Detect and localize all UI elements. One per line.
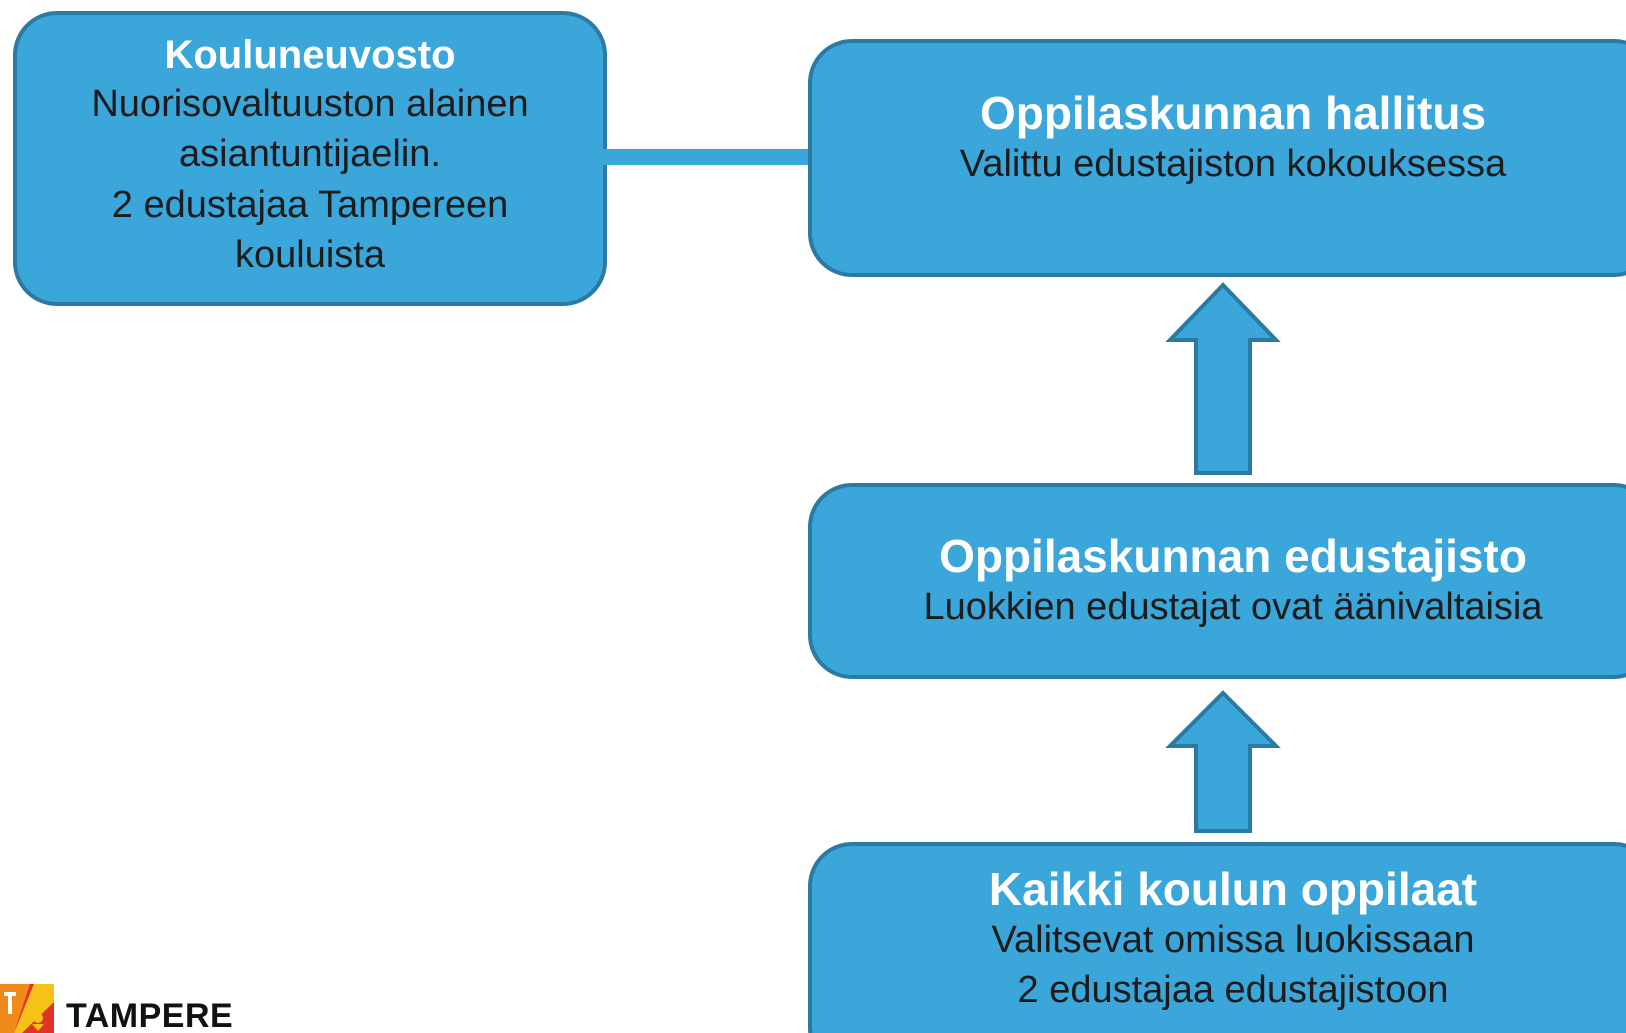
kouluneuvosto-line-3: 2 edustajaa Tampereen <box>111 183 509 226</box>
kouluneuvosto-line-4: kouluista <box>235 233 385 276</box>
tampere-coat-of-arms-icon <box>0 984 54 1033</box>
up-arrow-icon <box>1165 690 1281 833</box>
oppilaat-line-2: 2 edustajaa edustajistoon <box>1017 969 1449 1012</box>
kouluneuvosto-box: Kouluneuvosto Nuorisovaltuuston alainen … <box>13 11 607 306</box>
kouluneuvosto-title: Kouluneuvosto <box>164 33 456 78</box>
kouluneuvosto-line-2: asiantuntijaelin. <box>179 133 441 176</box>
edustajisto-title: Oppilaskunnan edustajisto <box>939 529 1527 582</box>
tampere-logo: TAMPERE <box>0 984 233 1033</box>
edustajisto-line-1: Luokkien edustajat ovat äänivaltaisia <box>923 586 1543 629</box>
hallitus-title: Oppilaskunnan hallitus <box>979 86 1487 139</box>
oppilaat-box: Kaikki koulun oppilaat Valitsevat omissa… <box>808 842 1626 1033</box>
up-arrow-icon <box>1165 282 1281 475</box>
hallitus-line-1: Valittu edustajiston kokouksessa <box>959 143 1507 186</box>
logo-text: TAMPERE <box>66 996 234 1033</box>
hallitus-box: Oppilaskunnan hallitus Valittu edustajis… <box>808 39 1626 277</box>
kouluneuvosto-hallitus-connector <box>603 149 811 165</box>
oppilaat-title: Kaikki koulun oppilaat <box>988 862 1478 915</box>
kouluneuvosto-line-1: Nuorisovaltuuston alainen <box>91 83 529 126</box>
oppilaat-line-1: Valitsevat omissa luokissaan <box>991 919 1475 962</box>
edustajisto-box: Oppilaskunnan edustajisto Luokkien edust… <box>808 483 1626 679</box>
